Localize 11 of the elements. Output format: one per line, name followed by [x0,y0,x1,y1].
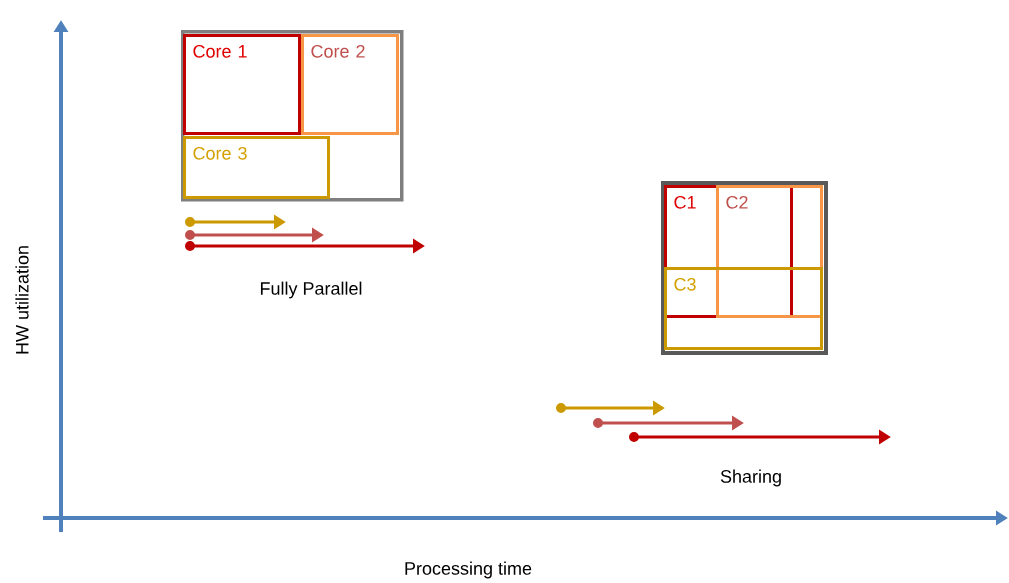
core-box: Core 3 [183,136,330,199]
chip-box [181,30,404,202]
caption-label: Sharing [720,469,781,487]
axis-label: Processing time [405,561,532,579]
axis-label: HW utilization [15,246,29,354]
core-box: Core 2 [301,34,399,135]
core-box: C3 [664,267,823,350]
core-box: Core 1 [183,34,301,135]
caption-label: Fully Parallel [260,281,362,299]
core-box: C2 [716,185,823,318]
chip-box [661,181,828,355]
